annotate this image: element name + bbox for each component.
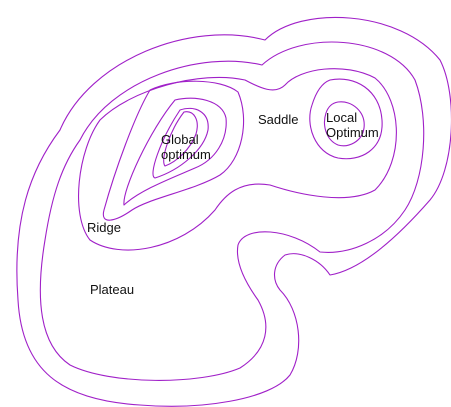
contour-outer (16, 16, 451, 407)
local-optimum-label: Local Optimum (326, 110, 379, 140)
contour-peak-global (163, 111, 198, 167)
global-optimum-line2: optimum (161, 147, 211, 162)
contour-local-inner (323, 101, 365, 147)
contour-third (78, 68, 397, 251)
ridge-label: Ridge (87, 220, 121, 235)
local-optimum-line1: Local (326, 110, 358, 125)
global-optimum-label: Global optimum (161, 132, 211, 162)
contour-fifth (123, 97, 227, 206)
contour-sixth (152, 107, 209, 179)
plateau-label: Plateau (90, 282, 135, 297)
contour-local-outer (309, 78, 383, 160)
contour-second (39, 41, 425, 381)
saddle-label: Saddle (258, 112, 299, 127)
global-optimum-line1: Global (161, 132, 199, 147)
contour-fourth (102, 80, 245, 221)
local-optimum-line2: Optimum (326, 125, 379, 140)
